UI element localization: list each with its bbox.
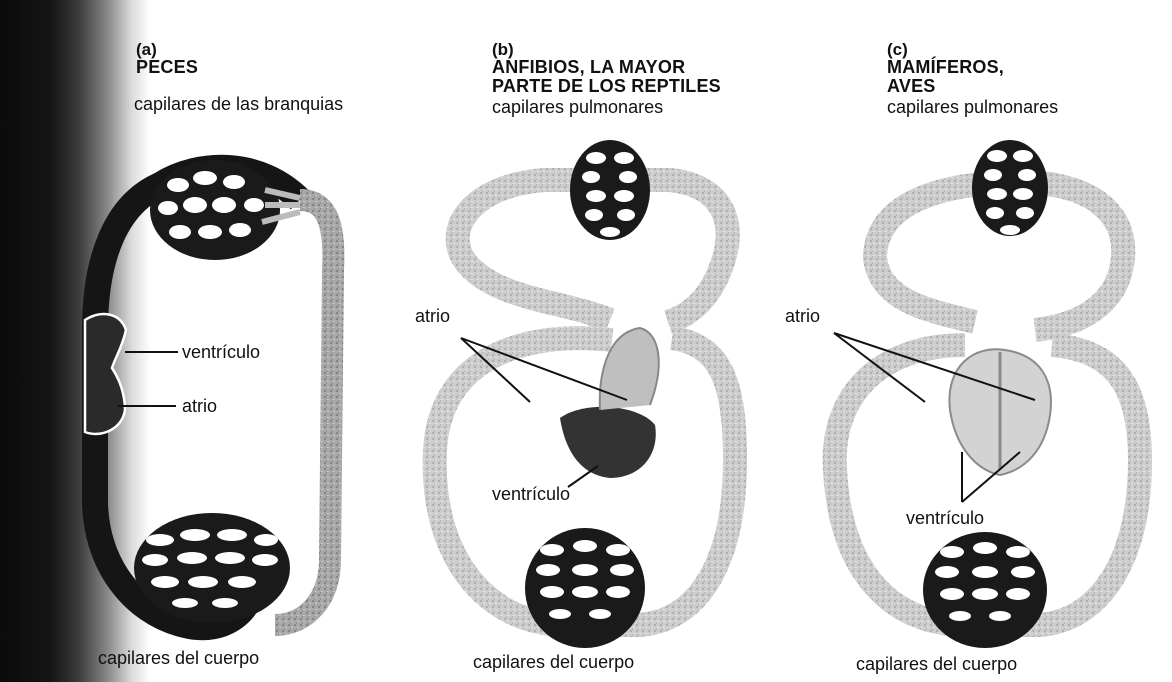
panel-b-top-capillaries: capilares pulmonares [492, 97, 663, 118]
panel-a-atrium-label: atrio [182, 396, 217, 417]
panel-a-ventricle-label: ventrículo [182, 342, 260, 363]
panel-a-group-line-1: PECES [136, 58, 198, 77]
panel-c-group-line-2: AVES [887, 77, 935, 96]
ventricle-pointer-b [568, 466, 598, 487]
lung-capillary-bed-c [972, 140, 1048, 236]
panel-b-ventricle-label: ventrículo [492, 484, 570, 505]
panel-a-fish-diagram [85, 160, 333, 627]
body-capillary-bed-b [525, 528, 645, 648]
body-capillary-bed-a [134, 513, 290, 623]
lung-capillary-bed-b [570, 140, 650, 240]
panel-c-ventricle-label: ventrículo [906, 508, 984, 529]
panel-a-bottom-capillaries: capilares del cuerpo [98, 648, 259, 669]
panel-b-group-line-1: ANFIBIOS, LA MAYOR [492, 58, 685, 77]
panel-c-bottom-capillaries: capilares del cuerpo [856, 654, 1017, 675]
fish-heart [85, 314, 126, 434]
panel-b-amphibian-diagram [435, 140, 735, 648]
amphibian-ventricle [560, 407, 656, 478]
body-capillary-bed-c [923, 532, 1047, 648]
panel-c-mammal-diagram [834, 140, 1140, 648]
panel-c-atrium-label: atrio [785, 306, 820, 327]
panel-a-top-capillaries: capilares de las branquias [134, 94, 343, 115]
panel-b-bottom-capillaries: capilares del cuerpo [473, 652, 634, 673]
panel-c-group-line-1: MAMÍFEROS, [887, 58, 1004, 77]
panel-c-top-capillaries: capilares pulmonares [887, 97, 1058, 118]
panel-b-atrium-label: atrio [415, 306, 450, 327]
panel-b-group-line-2: PARTE DE LOS REPTILES [492, 77, 721, 96]
